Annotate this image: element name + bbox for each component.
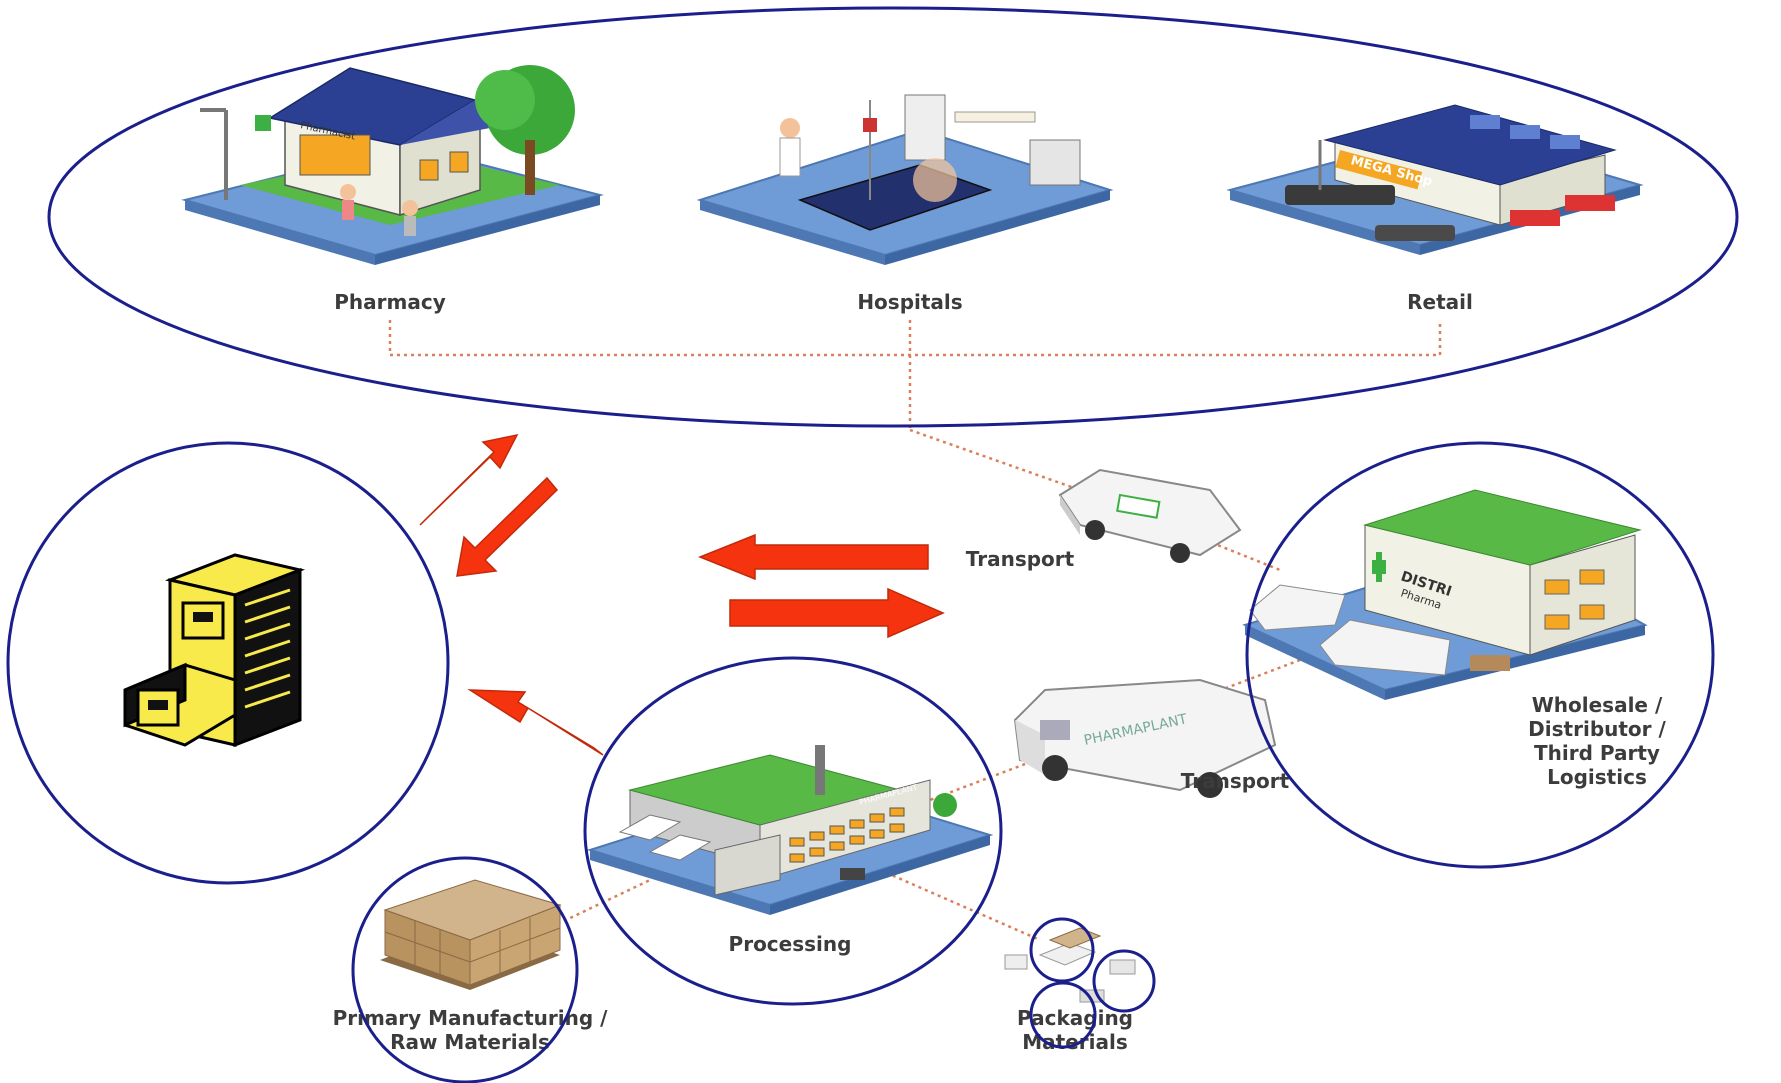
factory-icon: PHARMAPLANT <box>586 745 994 915</box>
packaging-icon <box>1004 927 1136 1003</box>
label-packaging-2: Materials <box>1022 1030 1128 1054</box>
ring-packaging-b <box>1092 949 1156 1013</box>
file-cabinet-icon <box>123 553 306 748</box>
label-wholesale-1: Wholesale / <box>1532 693 1663 717</box>
label-wholesale-3: Third Party <box>1534 741 1660 765</box>
ring-distributor <box>1245 441 1715 869</box>
ring-records <box>6 441 450 885</box>
pharmacy-building-icon: Pharmacist <box>181 65 604 265</box>
arrow-left-top <box>697 533 929 581</box>
flow-arrows <box>419 433 945 756</box>
label-pharmacy: Pharmacy <box>334 290 445 314</box>
ring-packaging-a <box>1029 917 1095 983</box>
label-retail: Retail <box>1407 290 1473 314</box>
label-processing: Processing <box>729 932 852 956</box>
label-hospitals: Hospitals <box>857 290 962 314</box>
label-wholesale-4: Logistics <box>1547 765 1647 789</box>
pallet-boxes-icon <box>380 879 562 990</box>
label-primary-2: Raw Materials <box>390 1030 550 1054</box>
arrow-up-right <box>419 433 519 526</box>
supermarket-icon: MEGA Shop <box>1226 104 1644 255</box>
delivery-van-icon <box>1058 468 1242 563</box>
label-transport-bottom: Transport <box>1181 769 1290 793</box>
arrow-up-left <box>467 689 604 756</box>
line-endpoints-bus <box>388 320 1442 357</box>
line-primary-processing <box>544 878 651 932</box>
ring-packaging-c <box>1029 981 1097 1049</box>
hospital-room-icon <box>696 94 1114 265</box>
delivery-van-icon-2: PHARMAPLANT <box>1013 678 1277 798</box>
line-processing-packaging <box>879 868 1041 942</box>
label-wholesale-2: Distributor / <box>1528 717 1666 741</box>
label-transport-top: Transport <box>966 547 1075 571</box>
highlight-rings <box>6 6 1739 1083</box>
ring-primary <box>351 856 579 1083</box>
warehouse-icon: DISTRI Pharma <box>1242 489 1648 700</box>
ring-endpoints <box>47 6 1739 428</box>
ring-processing <box>583 656 1003 1006</box>
arrow-right-bottom <box>729 587 945 639</box>
arrow-down-left <box>456 476 559 577</box>
